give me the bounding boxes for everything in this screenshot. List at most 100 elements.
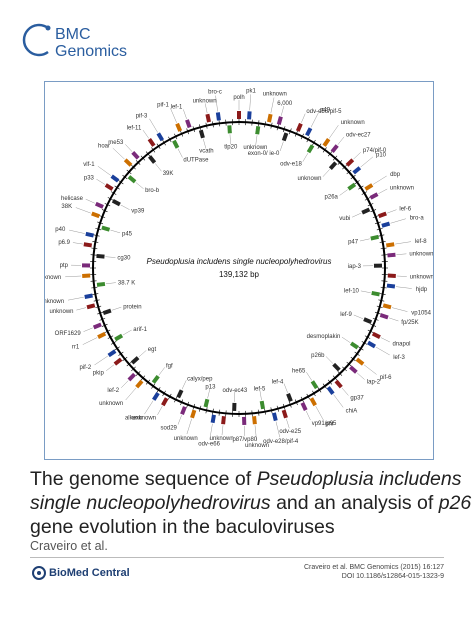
gene-marker <box>111 198 121 207</box>
gene-label: pif-2 <box>80 365 92 371</box>
gene-label: odv-e18 <box>280 161 302 167</box>
gene-leader <box>301 113 306 123</box>
gene-leader <box>83 327 93 332</box>
gene-label: unknown <box>210 436 234 442</box>
gene-label: p45 <box>122 231 133 237</box>
gene-leader <box>69 229 85 234</box>
gene-leader <box>110 229 121 234</box>
gene-marker <box>352 166 362 175</box>
gene-marker <box>271 412 278 422</box>
gene-leader <box>352 212 362 218</box>
gene-leader <box>209 423 213 440</box>
gene-leader <box>122 329 132 336</box>
gene-leader <box>94 355 108 366</box>
gene-label: unknown <box>409 252 433 258</box>
journal-logo <box>20 22 54 58</box>
bmc-arc-icon <box>22 23 51 57</box>
gene-label: unknown <box>410 275 433 281</box>
gene-leader <box>255 135 258 146</box>
gene-leader <box>372 175 387 185</box>
gene-label: lef-8 <box>415 239 427 245</box>
gene-marker <box>113 357 123 366</box>
gene-label: hoar <box>98 143 110 149</box>
gene-leader <box>177 415 182 425</box>
journal-name-line2: Genomics <box>55 43 128 60</box>
gene-label: p13 <box>205 385 216 391</box>
gene-leader <box>375 346 390 356</box>
gene-label: ptp <box>60 263 69 269</box>
gene-leader <box>155 163 162 172</box>
genome-ring <box>92 121 386 415</box>
gene-marker <box>255 126 261 135</box>
gene-label: p74/pif-0 <box>363 148 387 154</box>
gene-label: iap-3 <box>348 264 362 270</box>
gene-leader <box>215 95 218 112</box>
gene-leader <box>279 141 284 152</box>
gene-marker <box>378 211 387 219</box>
gene-label: vlf-1 <box>83 162 95 168</box>
gene-marker <box>370 234 380 241</box>
gene-leader <box>254 425 257 442</box>
gene-label: hjdp <box>416 287 428 293</box>
gene-label: lef-3 <box>393 355 405 361</box>
gene-label: desmoplakin <box>307 334 341 340</box>
gene-label: gp37 <box>350 396 364 402</box>
gene-label: ORF1629 <box>55 331 82 337</box>
gene-label: egt <box>148 347 157 353</box>
authors: Craveiro et al. <box>30 539 108 553</box>
gene-leader <box>315 406 324 421</box>
gene-marker <box>322 137 331 147</box>
gene-leader <box>387 209 397 214</box>
gene-marker <box>127 175 137 184</box>
gene-marker <box>161 397 169 407</box>
gene-marker <box>190 409 197 419</box>
gene-label: polh <box>233 95 244 101</box>
gene-leader <box>270 97 275 114</box>
gene-leader <box>76 307 87 311</box>
gene-marker <box>332 362 341 372</box>
title-part4: gene evolution in the baculoviruses <box>30 516 335 538</box>
gene-label: chiA <box>346 409 358 415</box>
gene-marker <box>83 242 93 248</box>
gene-leader <box>356 372 365 380</box>
gene-label: vp1054 <box>411 311 431 317</box>
title-part3: and an analysis of <box>270 492 439 514</box>
gene-leader <box>125 144 133 152</box>
gene-marker <box>114 333 124 342</box>
gene-marker <box>309 397 317 407</box>
gene-label: p33 <box>84 176 95 182</box>
gene-marker <box>85 231 95 238</box>
gene-marker <box>221 416 226 425</box>
gene-marker <box>97 331 107 339</box>
gene-label: unknown <box>341 120 365 126</box>
gene-leader <box>85 198 95 204</box>
gene-marker <box>306 144 315 154</box>
gene-marker <box>364 183 374 191</box>
gene-label: unknown <box>174 436 198 442</box>
gene-marker <box>227 125 232 134</box>
gene-leader <box>67 296 84 301</box>
article-title: The genome sequence of Pseudoplusia incl… <box>30 467 471 539</box>
gene-leader <box>329 125 339 139</box>
gene-marker <box>334 379 343 389</box>
gene-label: bro-c <box>208 90 222 96</box>
gene-leader <box>325 356 334 364</box>
gene-label: lef-9 <box>340 312 352 318</box>
gene-label: unknown <box>99 401 123 407</box>
gene-marker <box>345 158 355 167</box>
gene-label: p87/vp80 <box>232 437 257 443</box>
gene-marker <box>176 389 184 399</box>
gene-marker <box>110 174 120 183</box>
gene-leader <box>111 306 122 311</box>
gene-marker <box>84 293 93 299</box>
gene-leader <box>341 336 351 343</box>
gene-leader <box>286 418 290 429</box>
gene-leader <box>395 241 412 245</box>
gene-leader <box>157 406 163 416</box>
gene-markers <box>65 94 412 442</box>
gene-label: vp39 <box>131 209 145 215</box>
gene-label: alkexo <box>125 415 143 421</box>
gene-marker <box>295 122 303 132</box>
gene-leader <box>360 156 374 168</box>
